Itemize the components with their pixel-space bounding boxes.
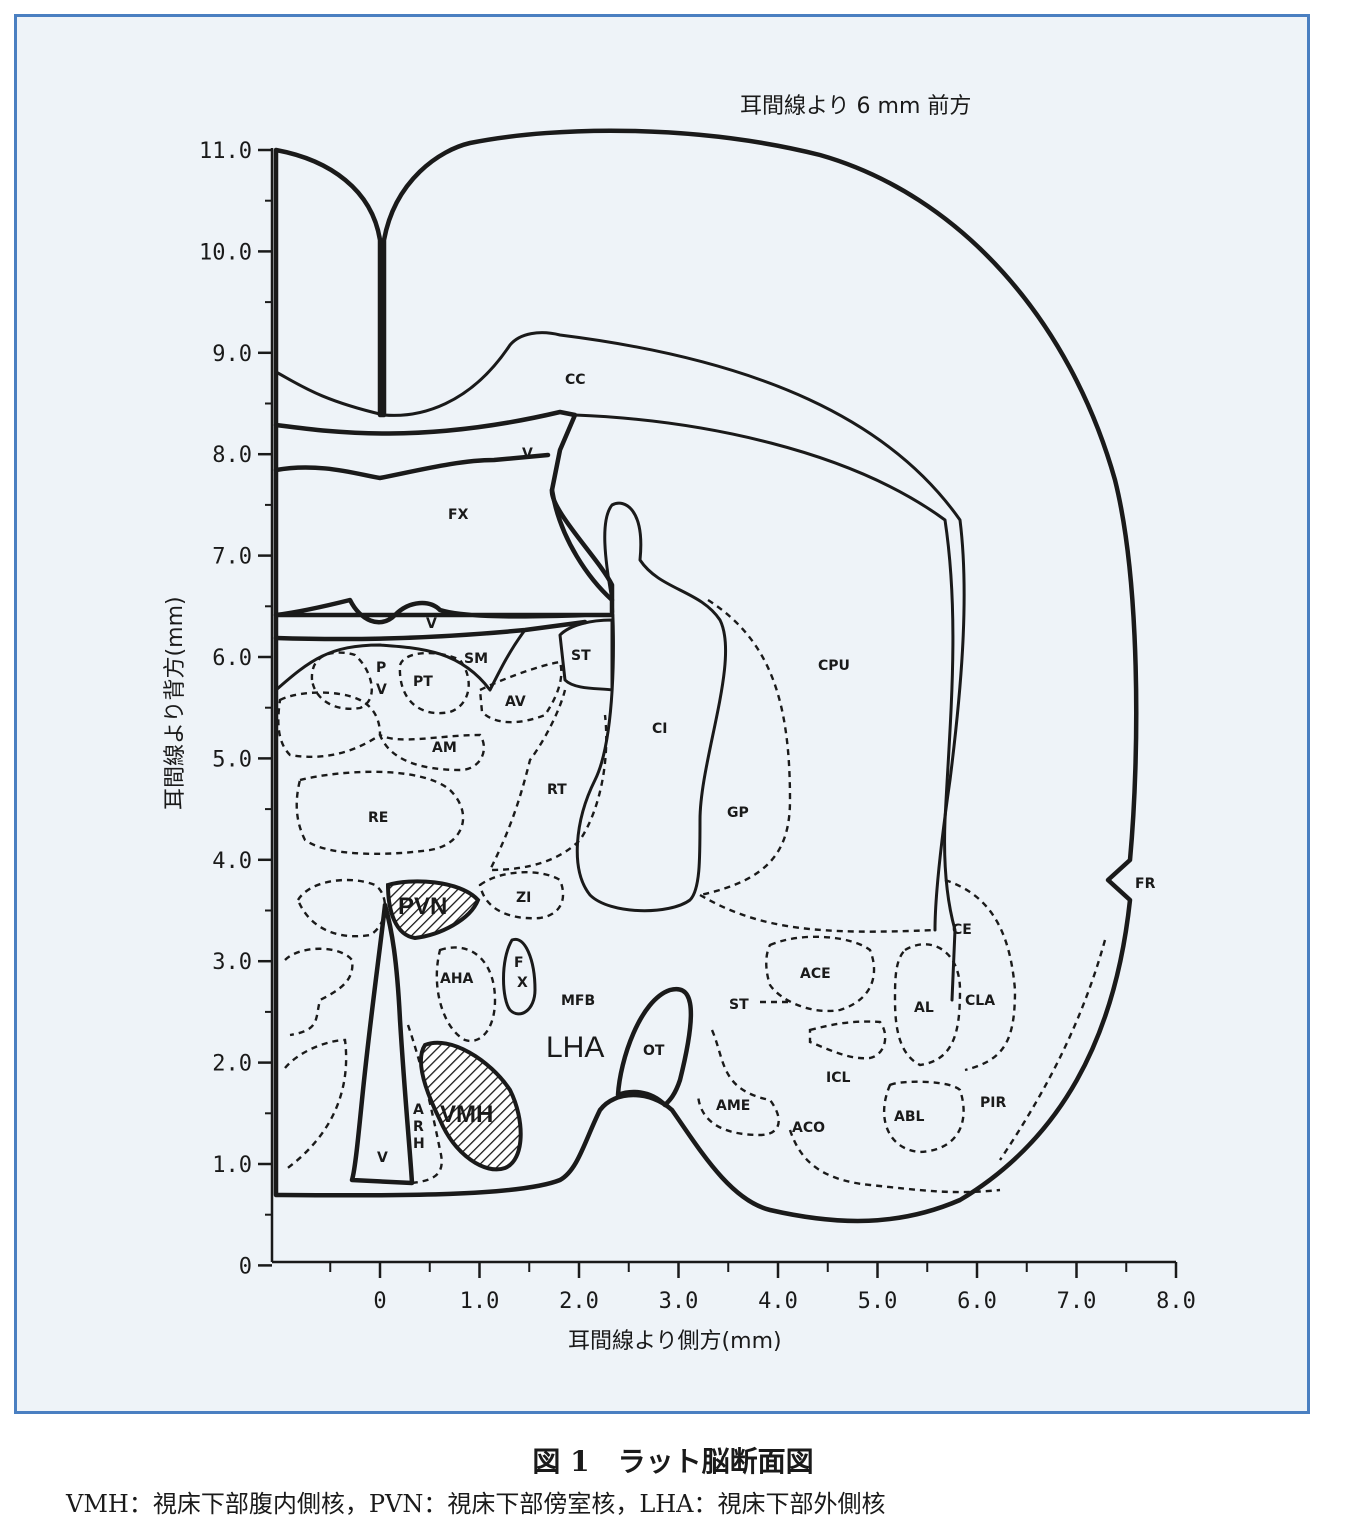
dashed-structures: [277, 598, 1107, 1194]
y-tick-label: 1.0: [212, 1153, 252, 1178]
label-vmh: VMH: [440, 1101, 493, 1128]
label-p: P: [376, 660, 386, 676]
y-tick-label: 7.0: [212, 545, 252, 570]
label-ame: AME: [716, 1098, 750, 1114]
y-tick-label: 4.0: [212, 849, 252, 874]
label-re: RE: [368, 810, 388, 826]
y-axis-label: 耳間線より背方(mm): [163, 596, 188, 810]
figure-caption-title: 図 1 ラット脳断面図: [532, 1445, 814, 1478]
label-ce: CE: [952, 922, 972, 938]
solid-structures: [273, 331, 966, 1186]
y-tick-label: 6.0: [212, 646, 252, 671]
x-tick-label: 1.0: [460, 1289, 500, 1314]
label-icl: ICL: [826, 1070, 850, 1086]
x-axis: 0 1.0 2.0 3.0 4.0 5.0 6.0 7.0 8.0: [272, 1260, 1196, 1314]
region-labels: CC V FX V ST SM P V PT AV AM CI CPU RT R…: [368, 372, 1156, 1166]
x-tick-label: 3.0: [659, 1289, 699, 1314]
x-tick-label: 5.0: [858, 1289, 898, 1314]
label-st-top: ST: [571, 648, 591, 664]
label-gp: GP: [727, 805, 749, 821]
label-v-low: V: [377, 1150, 388, 1166]
label-a: A: [413, 1102, 424, 1118]
label-v-mid: V: [426, 616, 437, 632]
label-fr: FR: [1135, 876, 1156, 892]
label-v-top: V: [522, 446, 533, 462]
label-rt: RT: [547, 782, 567, 798]
label-f: F: [514, 955, 524, 971]
label-am: AM: [432, 740, 457, 756]
y-tick-label: 3.0: [212, 950, 252, 975]
x-tick-label: 2.0: [559, 1289, 599, 1314]
label-av: AV: [505, 694, 526, 710]
y-tick-label: 0: [239, 1254, 252, 1279]
vmh-nucleus: [418, 1040, 523, 1172]
label-cla: CLA: [965, 993, 995, 1009]
label-pir: PIR: [980, 1095, 1006, 1111]
label-fx-top: FX: [448, 507, 469, 523]
label-mfb: MFB: [561, 993, 595, 1009]
y-tick-label: 11.0: [199, 139, 252, 164]
figure-caption-body: VMH：視床下部腹内側核，PVN：視床下部傍室核，LHA：視床下部外側核: [66, 1490, 886, 1518]
label-ot: OT: [643, 1043, 665, 1059]
y-tick-label: 2.0: [212, 1052, 252, 1077]
label-pt: PT: [413, 674, 433, 690]
label-zi: ZI: [516, 890, 531, 906]
label-pv-v: V: [376, 682, 387, 698]
label-cc: CC: [565, 372, 586, 388]
label-abl: ABL: [894, 1109, 925, 1125]
label-aha: AHA: [440, 971, 474, 987]
x-tick-label: 8.0: [1156, 1289, 1196, 1314]
y-tick-label: 9.0: [212, 342, 252, 367]
label-x: X: [517, 975, 528, 991]
x-axis-label: 耳間線より側方(mm): [568, 1329, 782, 1354]
label-al: AL: [914, 1000, 934, 1016]
label-ci: CI: [652, 721, 667, 737]
x-tick-label: 6.0: [957, 1289, 997, 1314]
y-tick-label: 8.0: [212, 443, 252, 468]
label-pvn: PVN: [398, 893, 447, 920]
label-cpu: CPU: [818, 658, 850, 674]
label-sm: SM: [464, 651, 488, 667]
label-r: R: [413, 1119, 424, 1135]
label-aco: ACO: [792, 1120, 825, 1136]
label-st-low: ST: [729, 997, 749, 1013]
x-tick-label: 0: [373, 1289, 386, 1314]
x-tick-label: 7.0: [1057, 1289, 1097, 1314]
diagram-title: 耳間線より 6 mm 前方: [740, 94, 971, 119]
y-tick-label: 10.0: [199, 240, 252, 265]
label-h: H: [413, 1136, 425, 1152]
x-tick-label: 4.0: [758, 1289, 798, 1314]
label-lha: LHA: [546, 1031, 604, 1064]
brain-outline: [273, 128, 1139, 1224]
label-ace: ACE: [800, 966, 831, 982]
y-tick-label: 5.0: [212, 747, 252, 772]
y-axis: 11.0 10.0 9.0 8.0 7.0 6.0 5.0 4.0 3.0 2.0 1.0 0: [199, 139, 274, 1279]
pvn-nucleus: [385, 879, 481, 941]
